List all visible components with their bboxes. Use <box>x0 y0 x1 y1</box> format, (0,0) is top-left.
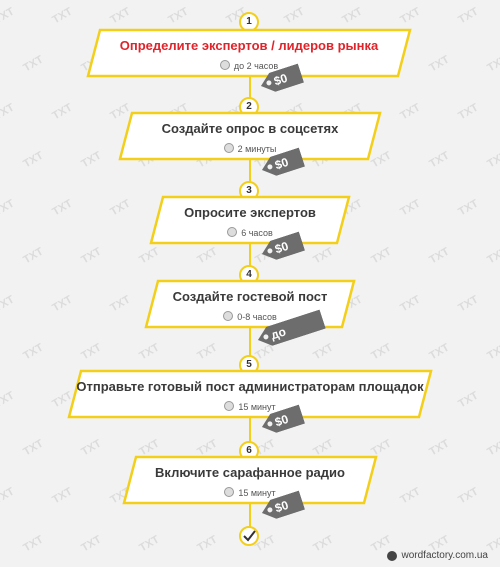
step-parallelogram <box>118 111 382 161</box>
step-time: 2 минуты <box>118 143 382 154</box>
step-box-5: Отправьте готовый пост администраторам п… <box>67 369 433 419</box>
watermark-text: TXT <box>311 341 336 363</box>
watermark-text: TXT <box>398 101 423 123</box>
watermark-text: TXT <box>427 149 452 171</box>
watermark-text: TXT <box>0 5 17 27</box>
step-time: до 2 часов <box>86 60 412 71</box>
watermark-text: TXT <box>485 53 500 75</box>
watermark-text: TXT <box>398 5 423 27</box>
watermark-text: TXT <box>50 485 75 507</box>
watermark-text: TXT <box>108 197 133 219</box>
watermark-text: TXT <box>485 245 500 267</box>
site-footer: wordfactory.com.ua <box>387 550 488 561</box>
watermark-text: TXT <box>0 197 17 219</box>
watermark-text: TXT <box>456 197 481 219</box>
watermark-text: TXT <box>79 533 104 555</box>
watermark-text: TXT <box>108 5 133 27</box>
watermark-text: TXT <box>0 389 17 411</box>
step-parallelogram <box>122 455 378 505</box>
watermark-text: TXT <box>195 245 220 267</box>
step-box-2: Создайте опрос в соцсетях 2 минуты <box>118 111 382 161</box>
watermark-text: TXT <box>21 533 46 555</box>
watermark-text: TXT <box>485 437 500 459</box>
step-box-6: Включите сарафанное радио 15 минут <box>122 455 378 505</box>
watermark-text: TXT <box>456 5 481 27</box>
watermark-text: TXT <box>427 245 452 267</box>
clock-icon <box>223 143 234 153</box>
watermark-text: TXT <box>21 53 46 75</box>
globe-icon <box>387 550 398 561</box>
step-title: Создайте гостевой пост <box>172 289 328 304</box>
clock-icon <box>224 487 235 497</box>
step-title: Определите экспертов / лидеров рынка <box>119 38 379 53</box>
watermark-text: TXT <box>137 341 162 363</box>
watermark-text: TXT <box>398 197 423 219</box>
clock-icon <box>224 401 235 411</box>
watermark-text: TXT <box>369 341 394 363</box>
watermark-text: TXT <box>0 101 17 123</box>
watermark-text: TXT <box>79 245 104 267</box>
watermark-text: TXT <box>195 341 220 363</box>
watermark-text: TXT <box>369 245 394 267</box>
watermark-text: TXT <box>311 533 336 555</box>
watermark-text: TXT <box>456 485 481 507</box>
watermark-text: TXT <box>427 53 452 75</box>
watermark-text: TXT <box>21 245 46 267</box>
watermark-text: TXT <box>427 341 452 363</box>
clock-icon <box>227 227 238 237</box>
step-title: Отправьте готовый пост администраторам п… <box>76 379 424 394</box>
step-time: 15 минут <box>122 487 378 498</box>
watermark-text: TXT <box>427 437 452 459</box>
step-parallelogram <box>67 369 433 419</box>
watermark-text: TXT <box>195 533 220 555</box>
watermark-text: TXT <box>456 101 481 123</box>
watermark-text: TXT <box>137 245 162 267</box>
watermark-text: TXT <box>21 149 46 171</box>
watermark-text: TXT <box>50 293 75 315</box>
watermark-text: TXT <box>282 5 307 27</box>
step-parallelogram <box>86 28 412 78</box>
watermark-text: TXT <box>0 293 17 315</box>
watermark-text: TXT <box>21 341 46 363</box>
watermark-text: TXT <box>50 197 75 219</box>
step-parallelogram <box>149 195 351 245</box>
watermark-text: TXT <box>485 149 500 171</box>
step-title: Опросите экспертов <box>184 205 316 220</box>
step-time: 15 минут <box>67 401 433 412</box>
watermark-text: TXT <box>166 5 191 27</box>
watermark-text: TXT <box>456 293 481 315</box>
watermark-text: TXT <box>456 389 481 411</box>
clock-icon <box>223 311 234 321</box>
watermark-text: TXT <box>50 5 75 27</box>
watermark-text: TXT <box>108 293 133 315</box>
watermark-text: TXT <box>340 5 365 27</box>
watermark-text: TXT <box>485 341 500 363</box>
watermark-text: TXT <box>398 293 423 315</box>
watermark-text: TXT <box>0 485 17 507</box>
step-time: 0-8 часов <box>144 311 356 322</box>
watermark-text: TXT <box>79 341 104 363</box>
step-number-1: 1 <box>239 12 259 32</box>
watermark-text: TXT <box>21 437 46 459</box>
watermark-text: TXT <box>137 533 162 555</box>
step-title: Создайте опрос в соцсетях <box>161 121 339 136</box>
watermark-text: TXT <box>79 437 104 459</box>
watermark-text: TXT <box>50 101 75 123</box>
clock-icon <box>219 60 230 70</box>
checkmark-icon <box>243 530 256 542</box>
step-box-4: Создайте гостевой пост 0-8 часов <box>144 279 356 329</box>
step-title: Включите сарафанное радио <box>155 465 345 480</box>
step-time: 6 часов <box>149 227 351 238</box>
step-box-3: Опросите экспертов 6 часов <box>149 195 351 245</box>
watermark-text: TXT <box>79 149 104 171</box>
completion-check <box>239 526 259 546</box>
watermark-text: TXT <box>311 245 336 267</box>
site-link[interactable]: wordfactory.com.ua <box>401 550 488 561</box>
watermark-text: TXT <box>398 485 423 507</box>
step-box-1: Определите экспертов / лидеров рынка до … <box>86 28 412 78</box>
